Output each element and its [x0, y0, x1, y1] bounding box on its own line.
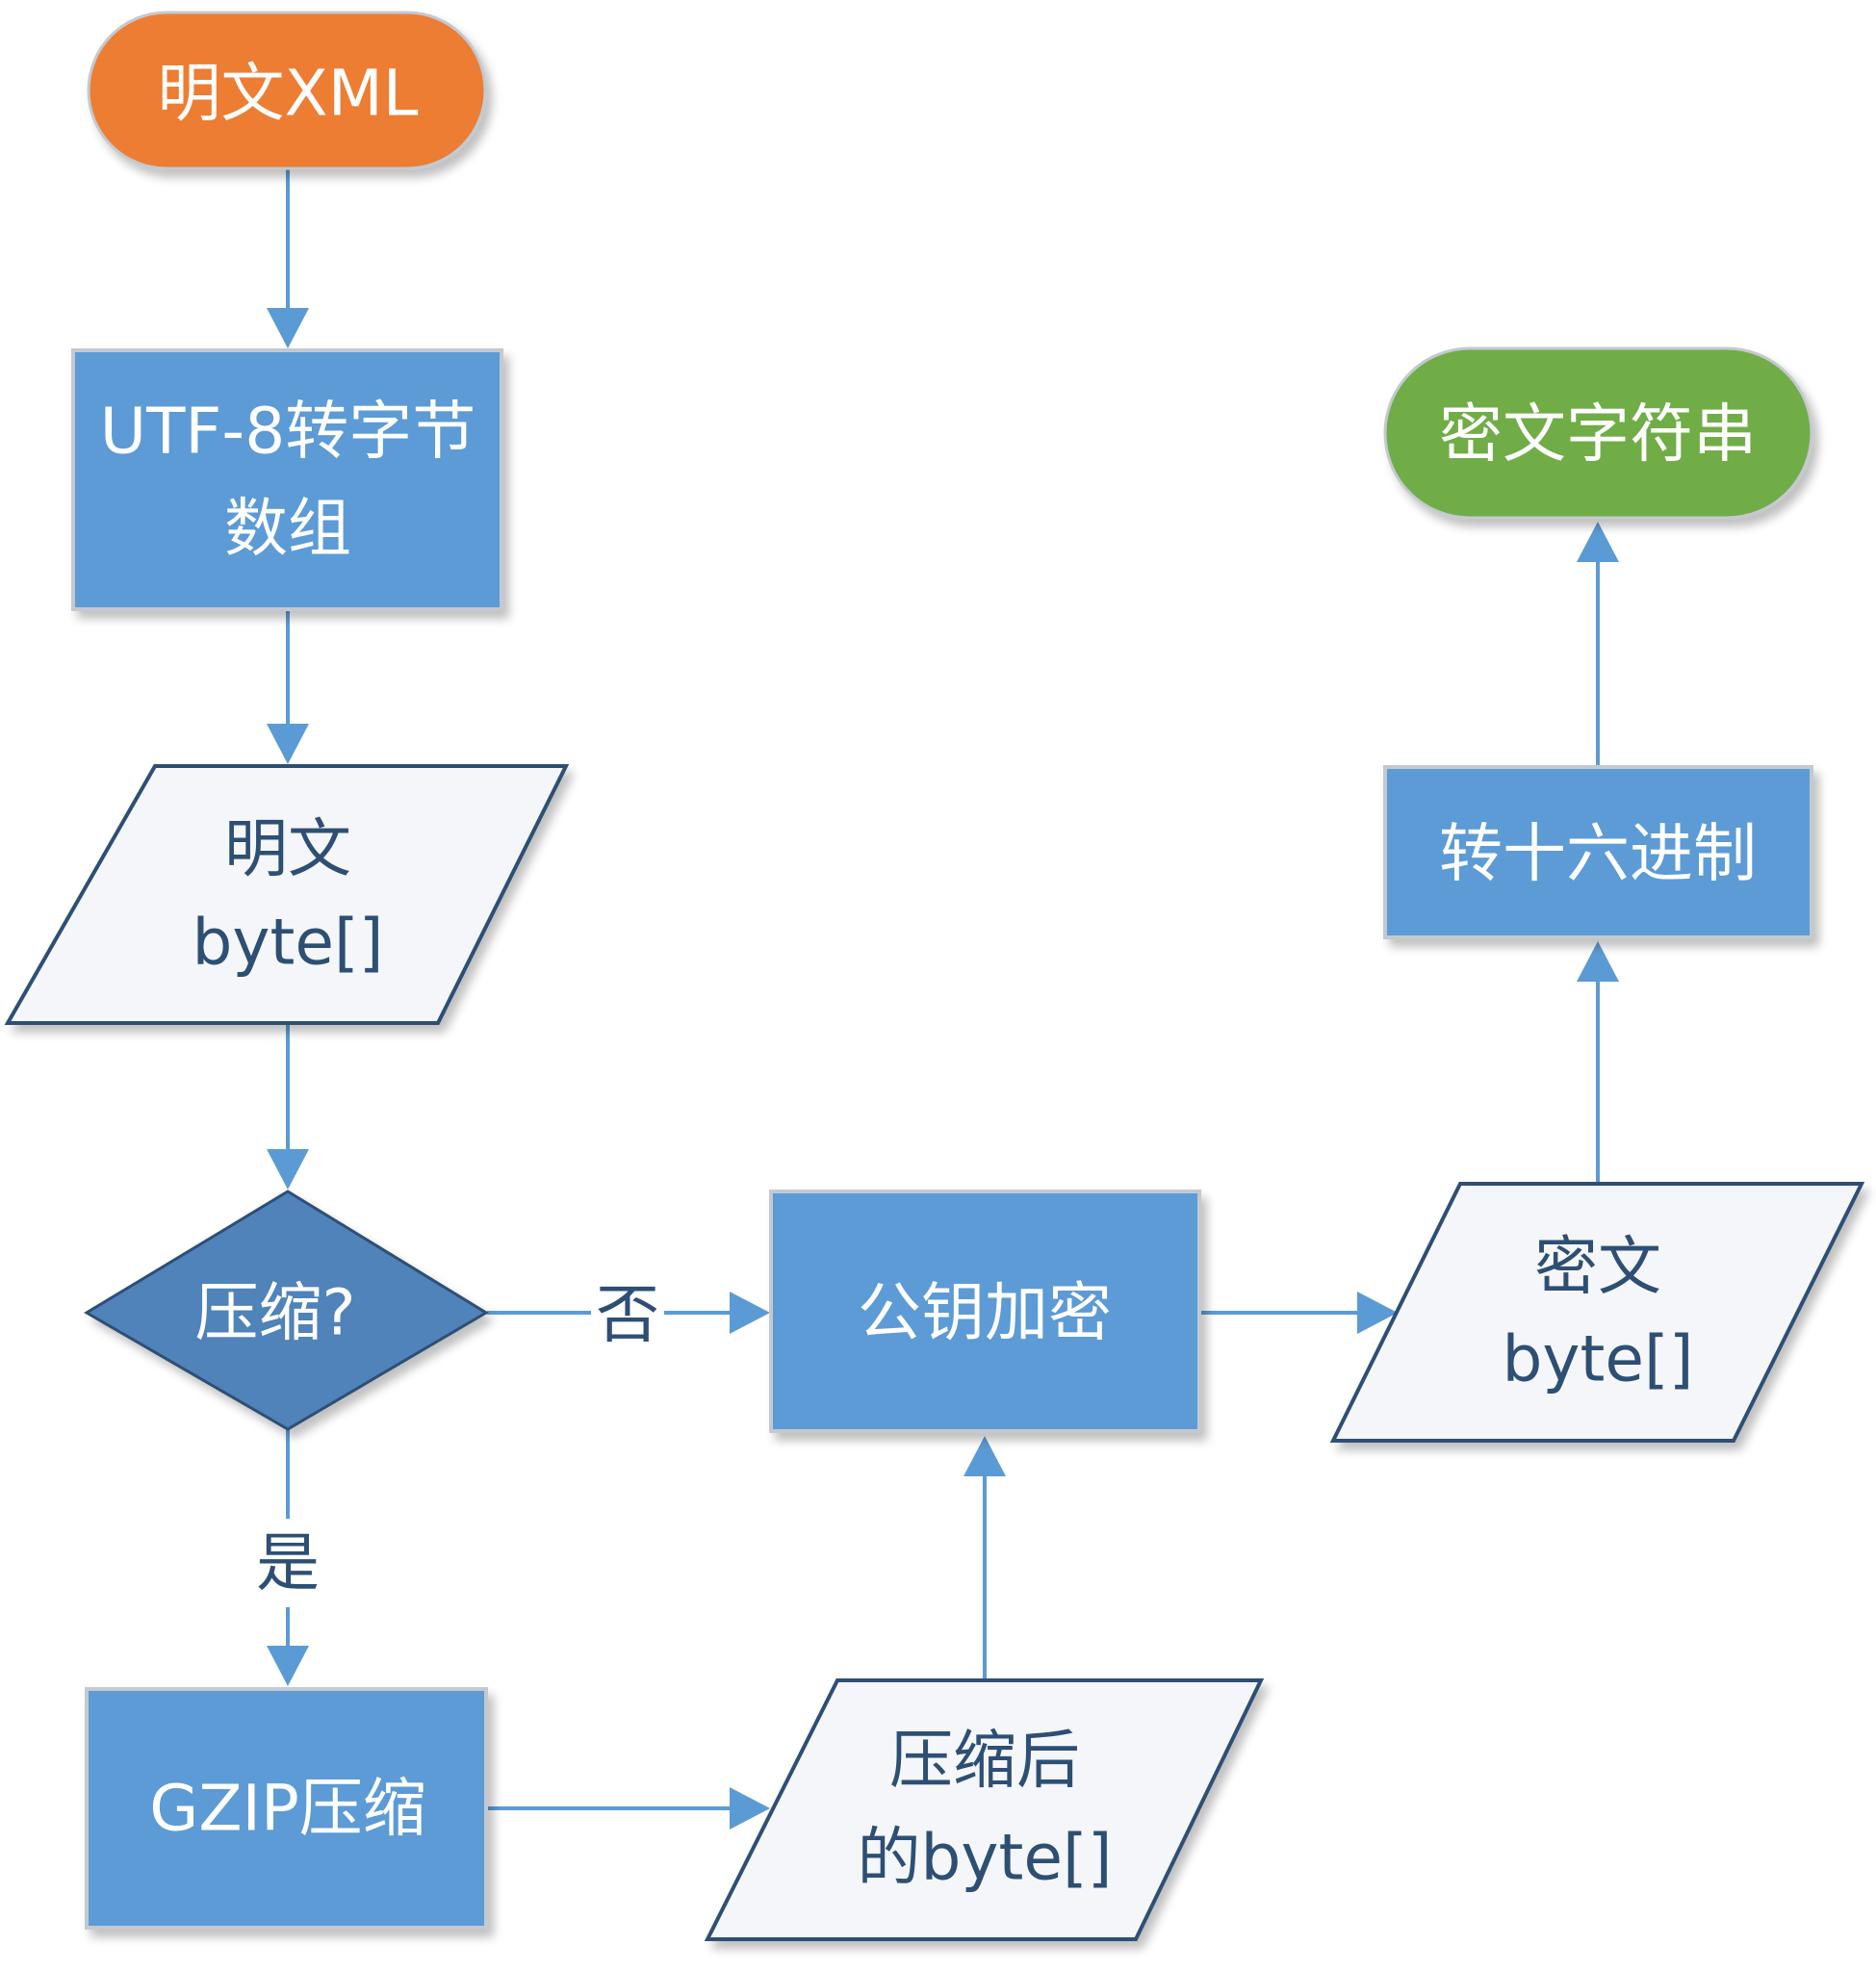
arrowhead — [267, 308, 309, 348]
compressed-data-node: 压缩后 的byte[] — [704, 1678, 1265, 1941]
encrypt-process-node: 公钥加密 — [769, 1190, 1201, 1433]
end-terminator-shape — [1383, 346, 1813, 520]
arrowhead — [267, 1646, 309, 1686]
cipher-bytes-data-node: 密文 byte[] — [1329, 1182, 1865, 1443]
cipher-bytes-data-shape — [1329, 1182, 1865, 1443]
arrowhead — [1577, 522, 1619, 562]
arrowhead — [267, 1149, 309, 1190]
start-terminator-shape — [87, 11, 487, 170]
plain-bytes-data-shape — [4, 764, 570, 1025]
arrowhead — [730, 1787, 770, 1830]
hex-process-shape — [1383, 765, 1813, 939]
gzip-label: GZIP压缩 — [149, 1772, 426, 1846]
decision-label: 压缩? — [194, 1276, 355, 1350]
utf8-label-line1: UTF-8转字节 — [100, 395, 475, 469]
compress-decision-node: 压缩? — [84, 1190, 489, 1431]
start-label: 明文XML — [158, 57, 419, 131]
end-label: 密文字符串 — [1439, 397, 1757, 472]
compressed-label-line2: 的byte[] — [858, 1821, 1113, 1895]
hex-process-node: 转十六进制 — [1383, 765, 1813, 939]
cipher-bytes-label-line2: byte[] — [1503, 1322, 1694, 1396]
hex-label: 转十六进制 — [1439, 817, 1757, 891]
arrowhead — [730, 1292, 770, 1334]
plain-bytes-data-node: 明文 byte[] — [4, 764, 570, 1025]
arrowhead — [1577, 941, 1619, 982]
gzip-process-shape — [85, 1687, 488, 1930]
plain-bytes-label-line1: 明文 — [224, 812, 351, 886]
plain-bytes-label-line2: byte[] — [193, 906, 384, 980]
edges — [267, 168, 1619, 1830]
edge-label-no-background — [591, 1268, 664, 1359]
edge-label-yes-background — [250, 1519, 325, 1607]
gzip-process-node: GZIP压缩 — [85, 1687, 488, 1930]
start-node: 明文XML — [87, 11, 487, 170]
arrowhead — [267, 724, 309, 764]
compressed-data-shape — [704, 1678, 1265, 1941]
utf8-label-line2: 数组 — [224, 492, 351, 566]
utf8-process-shape — [71, 348, 503, 611]
utf8-process-node: UTF-8转字节 数组 — [71, 348, 503, 611]
cipher-bytes-label-line1: 密文 — [1534, 1230, 1661, 1304]
end-node: 密文字符串 — [1383, 346, 1813, 520]
arrowhead — [964, 1436, 1006, 1476]
arrowhead — [1357, 1292, 1398, 1334]
compressed-label-line1: 压缩后 — [889, 1724, 1080, 1798]
decision-diamond-shape — [84, 1190, 489, 1431]
encrypt-label: 公钥加密 — [858, 1276, 1112, 1350]
edge-label-no: 否 — [596, 1278, 659, 1352]
edge-labels: 否 是 — [250, 1268, 664, 1607]
encrypt-process-shape — [769, 1190, 1201, 1433]
edge-label-yes: 是 — [256, 1526, 320, 1600]
